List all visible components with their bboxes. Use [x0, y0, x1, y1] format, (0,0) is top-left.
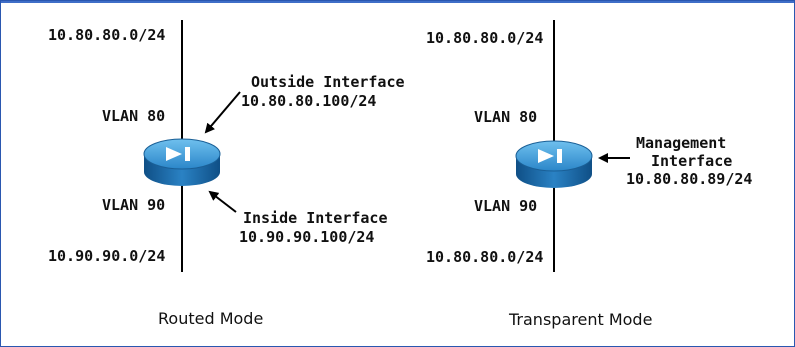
transparent-top-network: 10.80.80.0/24: [426, 29, 544, 47]
management-interface-label-2: Interface: [651, 152, 733, 170]
outside-interface-ip: 10.80.80.100/24: [241, 92, 377, 110]
arrow-icon: [204, 91, 241, 134]
routed-top-vlan: VLAN 80: [102, 107, 166, 125]
arrow-icon: [208, 190, 237, 213]
routed-bottom-vlan: VLAN 90: [102, 196, 166, 214]
firewall-icon: [515, 140, 593, 188]
transparent-bottom-vlan: VLAN 90: [474, 197, 538, 215]
firewall-icon: [143, 138, 221, 186]
inside-interface-label: Inside Interface: [243, 209, 388, 227]
management-interface-label-1: Management: [636, 134, 727, 152]
transparent-bottom-network: 10.80.80.0/24: [426, 248, 544, 266]
management-interface-ip: 10.80.80.89/24: [626, 170, 753, 188]
routed-bottom-network: 10.90.90.0/24: [48, 247, 166, 265]
transparent-mode-caption: Transparent Mode: [509, 310, 653, 329]
inside-interface-ip: 10.90.90.100/24: [239, 228, 375, 246]
routed-top-network: 10.80.80.0/24: [48, 26, 166, 44]
routed-mode-caption: Routed Mode: [158, 309, 264, 328]
transparent-top-vlan: VLAN 80: [474, 108, 538, 126]
outside-interface-label: Outside Interface: [251, 73, 405, 91]
